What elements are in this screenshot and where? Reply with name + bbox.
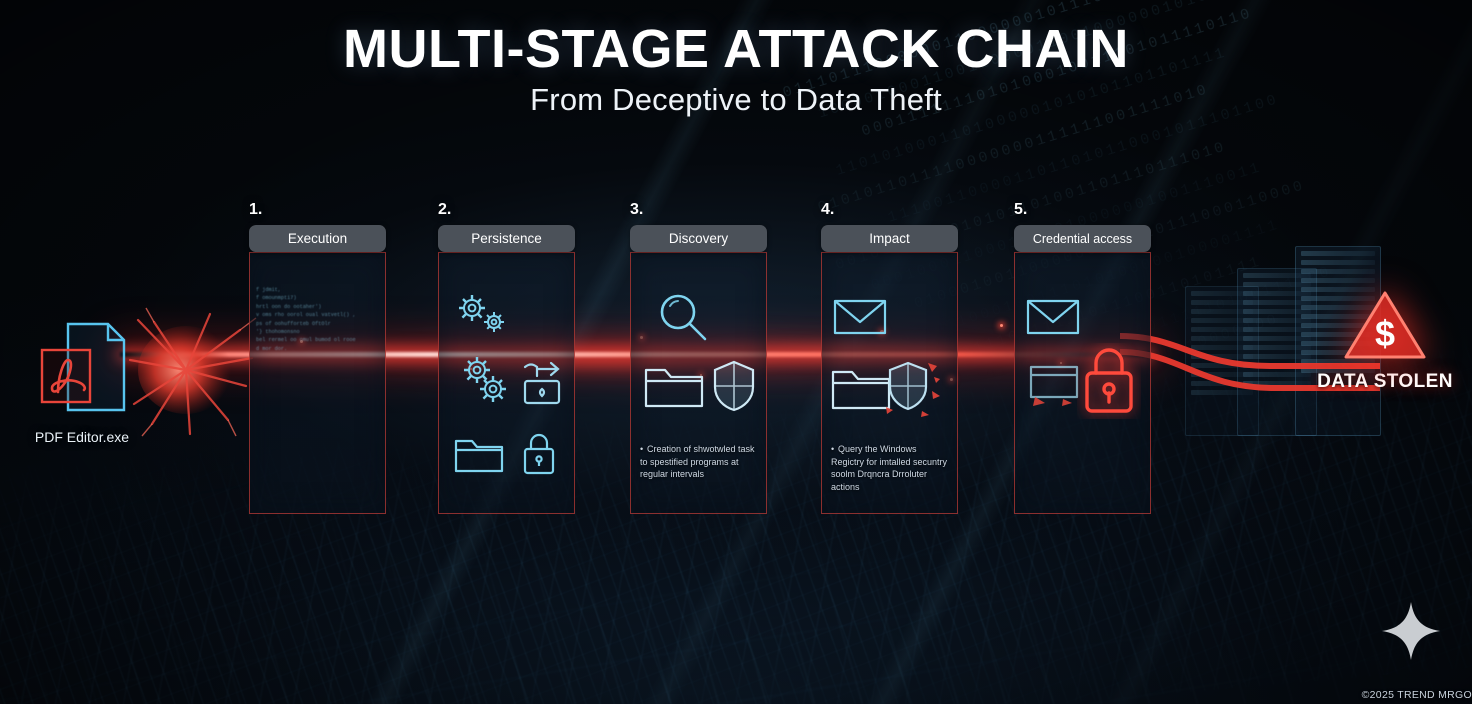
outcome-label: DATA STOLEN [1317,371,1453,392]
envelope-icon [1026,299,1080,335]
shield-shatter-icon [886,361,940,417]
source-file-label: PDF Editor.exe [34,429,130,445]
padlock-icon [1085,348,1133,413]
svg-text:$: $ [1375,313,1395,354]
envelope-icon [833,299,887,335]
shield-icon [713,360,755,412]
stage-icon-group [1015,275,1152,475]
warning-triangle-dollar-icon: $ [1344,291,1426,359]
stage-number: 2. [438,201,452,218]
stage-number: 4. [821,201,835,218]
stage-card-body: •Query the Windows Regictry for imtalled… [821,252,958,514]
stage-label-discovery[interactable]: Discovery [630,225,767,252]
stage-label-impact[interactable]: Impact [821,225,958,252]
stage-note-discovery: •Creation of shwotwled task to spestifie… [640,444,755,480]
four-point-star-icon [1382,602,1440,660]
stage-label-credential-access[interactable]: Credential access [1014,225,1151,252]
page-subtitle: From Deceptive to Data Theft [530,82,942,117]
stage-label-execution[interactable]: Execution [249,225,386,252]
copyright-text: ©2025 TREND MRGO [1361,689,1472,701]
stage-card-persistence[interactable]: 2. Persistence [438,201,575,514]
stage-label-persistence[interactable]: Persistence [438,225,575,252]
magnifier-icon [660,294,707,341]
header: MULTI-STAGE ATTACK CHAIN From Deceptive … [0,18,1472,118]
stage-card-credential-access[interactable]: 5. Credential access [1014,201,1151,514]
folder-icon [831,370,891,410]
stage-number: 1. [249,201,263,218]
stage-card-execution[interactable]: f jdmit, f omounmpti7) hrtl oon do ootah… [249,201,386,514]
export-arrow-icon [523,361,561,405]
gears-icon [459,295,504,332]
pdf-document-icon [40,322,126,412]
stage-card-body [1014,252,1151,514]
stage-card-body: •Creation of shwotwled task to spestifie… [630,252,767,514]
lock-icon [523,433,555,475]
gears-icon [464,357,506,402]
stage-note-impact: •Query the Windows Regictry for imtalled… [831,444,948,492]
page-title: MULTI-STAGE ATTACK CHAIN [343,19,1129,79]
stage-icon-group [439,275,576,475]
outcome-block: $ DATA STOLEN [1310,288,1460,393]
stage-number: 5. [1014,201,1028,218]
stage-card-discovery[interactable]: •Creation of shwotwled task to spestifie… [630,201,767,514]
stage-card-body: f jdmit, f omounmpti7) hrtl oon do ootah… [249,252,386,514]
stage-card-body [438,252,575,514]
folder-icon [644,368,704,408]
stage-number: 3. [630,201,644,218]
source-file-block: PDF Editor.exe [22,318,142,445]
code-snippet-icon: f jdmit, f omounmpti7) hrtl oon do ootah… [256,287,356,352]
document-icon [1029,365,1079,406]
stage-card-impact[interactable]: •Query the Windows Regictry for imtalled… [821,201,958,514]
folder-icon [454,439,504,473]
